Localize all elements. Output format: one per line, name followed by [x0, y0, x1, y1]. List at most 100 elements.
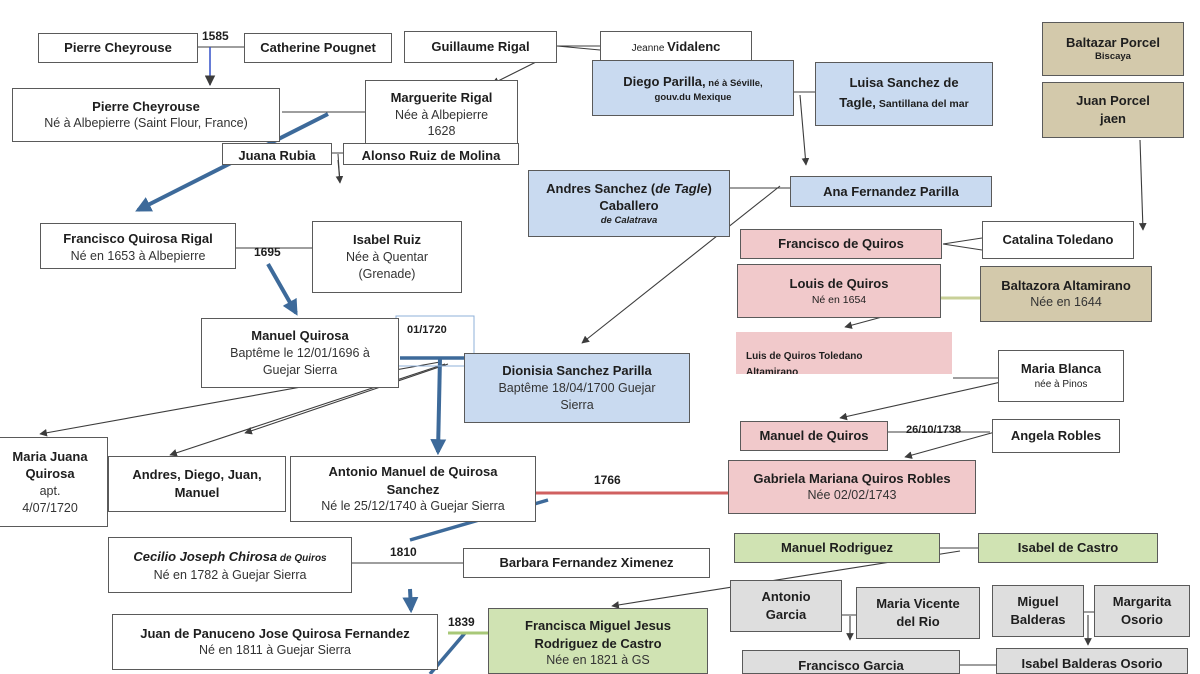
person-juan-porcel[interactable]: Juan Porcel jaen	[1042, 82, 1184, 138]
marriage-year-1839: 1839	[448, 615, 475, 629]
person-name: Vidalenc	[667, 39, 721, 55]
person-info-2: 4/07/1720	[22, 500, 78, 515]
person-info-2: Guejar Sierra	[262, 362, 338, 377]
person-andres-diego-juan-manuel[interactable]: Andres, Diego, Juan, Manuel	[108, 456, 286, 512]
person-name: Ana Fernandez Parilla	[823, 183, 959, 199]
person-info: Né à Albepierre (Saint Flour, France)	[44, 116, 248, 131]
person-louis-de-quiros[interactable]: Louis de Quiros Né en 1654	[737, 264, 941, 318]
person-guillaume-rigal[interactable]: Guillaume Rigal	[404, 31, 557, 63]
person-name: Antonio	[761, 589, 811, 605]
person-name: Manuel de Quiros	[759, 428, 869, 444]
person-info: née à Pinos	[1034, 379, 1088, 391]
person-name: Luis de Quiros	[746, 351, 817, 362]
person-diego-parilla[interactable]: Diego Parilla, né à Séville, gouv.du Mex…	[592, 60, 794, 116]
person-margarita-osorio[interactable]: Margarita Osorio	[1094, 585, 1190, 637]
person-name: Angela Robles	[1010, 428, 1102, 444]
person-catalina-toledano[interactable]: Catalina Toledano	[982, 221, 1134, 259]
marriage-date-01-1720: 01/1720	[407, 324, 447, 336]
person-miguel-balderas[interactable]: Miguel Balderas	[992, 585, 1084, 637]
person-maria-blanca[interactable]: Maria Blanca née à Pinos	[998, 350, 1124, 402]
person-barbara-fernandez[interactable]: Barbara Fernandez Ximenez	[463, 548, 710, 578]
person-jeanne-vidalenc[interactable]: Jeanne Vidalenc	[600, 31, 752, 63]
person-name: Francisca Miguel Jesus	[525, 618, 671, 633]
person-name-2: Caballero	[599, 198, 659, 214]
person-birthplace: Santillana del mar	[875, 97, 969, 110]
person-info: Biscaya	[1095, 51, 1131, 63]
person-angela-robles[interactable]: Angela Robles	[992, 419, 1120, 453]
person-name: Maria Vicente	[876, 596, 960, 612]
person-name-2: Garcia	[765, 607, 807, 622]
person-antonio-manuel-de-quirosa[interactable]: Antonio Manuel de Quirosa Sanchez Né le …	[290, 456, 536, 522]
person-juan-de-panuceno[interactable]: Juan de Panuceno Jose Quirosa Fernandez …	[112, 614, 438, 670]
person-name: Isabel Balderas Osorio	[1021, 656, 1163, 671]
person-francisca-miguel-jesus[interactable]: Francisca Miguel Jesus Rodriguez de Cast…	[488, 608, 708, 674]
person-name: Marguerite Rigal	[390, 90, 493, 105]
person-manuel-quirosa[interactable]: Manuel Quirosa Baptême le 12/01/1696 à G…	[201, 318, 399, 388]
person-name: Manuel Rodriguez	[781, 540, 893, 556]
person-name-2: Balderas	[1010, 612, 1066, 627]
person-info: Né en 1811 à Guejar Sierra	[199, 643, 351, 658]
person-name-italic: de Tagle	[655, 180, 708, 196]
person-cecilio-joseph-chirosa[interactable]: Cecilio Joseph Chirosa de Quiros Né en 1…	[108, 537, 352, 593]
person-dionisia-sanchez-parilla[interactable]: Dionisia Sanchez Parilla Baptême 18/04/1…	[464, 353, 690, 423]
person-name: Maria Juana	[12, 448, 88, 464]
person-info-2: (Grenade)	[358, 266, 416, 281]
person-luisa-sanchez[interactable]: Luisa Sanchez de Tagle, Santillana del m…	[815, 62, 993, 126]
person-francisco-quirosa[interactable]: Francisco Quirosa Rigal Né en 1653 à Alb…	[40, 223, 236, 269]
person-alonso-ruiz[interactable]: Alonso Ruiz de Molina	[343, 143, 519, 165]
person-info: Née 02/02/1743	[807, 488, 897, 503]
person-catherine-pougnet[interactable]: Catherine Pougnet	[244, 33, 392, 63]
marriage-date-26-10-1738: 26/10/1738	[906, 424, 962, 436]
person-ana-fernandez[interactable]: Ana Fernandez Parilla	[790, 176, 992, 207]
marriage-year-1695: 1695	[254, 245, 281, 259]
person-andres-sanchez[interactable]: Andres Sanchez (de Tagle) Caballero de C…	[528, 170, 730, 237]
person-manuel-de-quiros[interactable]: Manuel de Quiros	[740, 421, 888, 451]
person-info: de Calatrava	[600, 214, 658, 226]
person-name: Diego Parilla,	[623, 73, 706, 89]
person-name: Catalina Toledano	[1002, 232, 1114, 248]
marriage-year-1766: 1766	[594, 473, 621, 487]
person-baltazora-altamirano[interactable]: Baltazora Altamirano Née en 1644	[980, 266, 1152, 322]
person-name: Alonso Ruiz de Molina	[361, 148, 501, 163]
person-prefix: Jeanne	[631, 43, 668, 55]
person-pierre-cheyrouse-1[interactable]: Pierre Cheyrouse	[38, 33, 198, 63]
person-isabel-balderas-osorio[interactable]: Isabel Balderas Osorio	[996, 648, 1188, 674]
person-gabriela-mariana[interactable]: Gabriela Mariana Quiros Robles Née 02/02…	[728, 460, 976, 514]
person-baltazar-porcel[interactable]: Baltazar Porcel Biscaya	[1042, 22, 1184, 76]
person-juana-rubia[interactable]: Juana Rubia	[222, 143, 332, 165]
person-info-2: Sierra	[560, 397, 594, 412]
person-name: Miguel	[1017, 594, 1059, 610]
person-name: Isabel Ruiz	[353, 232, 421, 248]
person-pierre-cheyrouse-2[interactable]: Pierre Cheyrouse Né à Albepierre (Saint …	[12, 88, 280, 142]
person-name: Barbara Fernandez Ximenez	[499, 555, 674, 571]
person-isabel-ruiz[interactable]: Isabel Ruiz Née à Quentar (Grenade)	[312, 221, 462, 293]
person-info: Altamirano	[746, 366, 799, 374]
person-name: Juana Rubia	[238, 148, 316, 163]
person-name: Cecilio Joseph Chirosa	[133, 548, 278, 564]
person-name: Francisco de Quiros	[778, 236, 904, 252]
person-luis-de-quiros-toledano[interactable]: Luis de Quiros Toledano Altamirano	[736, 332, 952, 374]
person-isabel-de-castro[interactable]: Isabel de Castro	[978, 533, 1158, 563]
person-name-2: Rodriguez de Castro	[534, 635, 662, 651]
person-name: Louis de Quiros	[789, 276, 889, 292]
person-info: Née en 1644	[1030, 295, 1102, 310]
person-antonio-garcia[interactable]: Antonio Garcia	[730, 580, 842, 632]
person-manuel-rodriguez[interactable]: Manuel Rodriguez	[734, 533, 940, 563]
person-francisco-de-quiros[interactable]: Francisco de Quiros	[740, 229, 942, 259]
person-name: Juan Porcel	[1076, 93, 1150, 109]
person-info: apt.	[39, 483, 61, 498]
person-name-2: Sanchez	[386, 481, 440, 497]
person-name-2: Manuel	[174, 485, 220, 500]
person-name-2: Osorio	[1121, 612, 1163, 627]
person-maria-juana-quirosa[interactable]: Maria Juana Quirosa apt. 4/07/1720	[0, 437, 108, 527]
person-info: Né en 1782 à Guejar Sierra	[153, 568, 307, 583]
person-francisco-garcia[interactable]: Francisco Garcia	[742, 650, 960, 674]
person-extra: Toledano	[816, 351, 863, 362]
person-info: Né en 1654	[811, 293, 867, 306]
person-name: Dionisia Sanchez Parilla	[502, 363, 652, 379]
person-name: Antonio Manuel de Quirosa	[328, 464, 498, 480]
person-info: Née à Albepierre	[394, 107, 489, 122]
person-marguerite-rigal[interactable]: Marguerite Rigal Née à Albepierre 1628	[365, 80, 518, 144]
person-maria-vicente[interactable]: Maria Vicente del Rio	[856, 587, 980, 639]
person-name: Gabriela Mariana Quiros Robles	[753, 470, 951, 486]
